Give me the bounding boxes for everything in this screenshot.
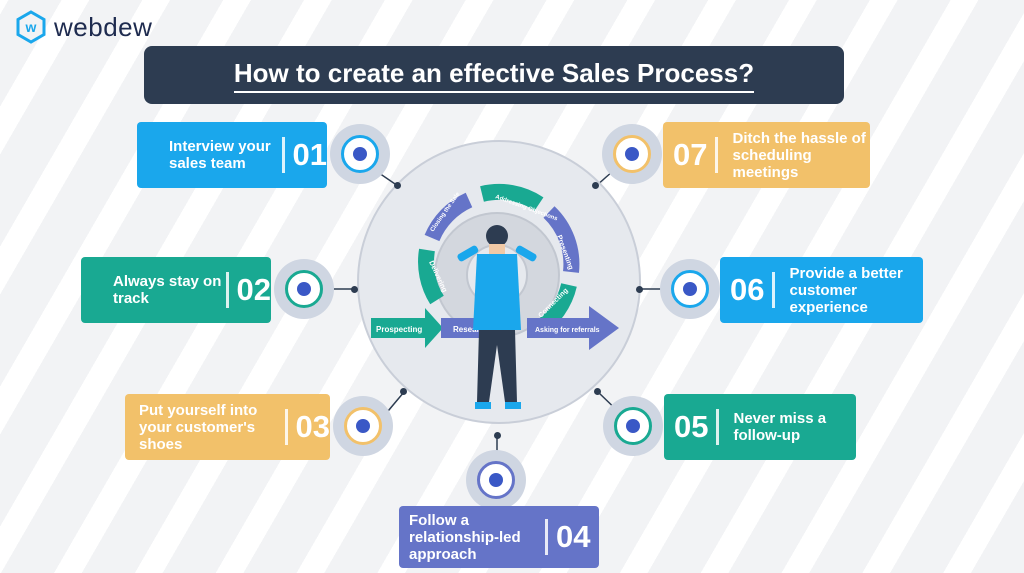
step-number: 01 bbox=[281, 137, 327, 173]
connector-dot bbox=[394, 182, 401, 189]
cycle-arrow-addressing bbox=[480, 183, 544, 211]
step-card-02[interactable]: Always stay on track 02 bbox=[81, 257, 271, 323]
knob-icon[interactable] bbox=[330, 124, 390, 184]
knob-icon[interactable] bbox=[274, 259, 334, 319]
connector-dot bbox=[636, 286, 643, 293]
hexagon-logo-icon: w bbox=[16, 10, 46, 44]
step-label: Provide a better customer experience bbox=[789, 264, 903, 316]
svg-text:w: w bbox=[25, 19, 37, 35]
label-research: Research bbox=[453, 325, 489, 334]
referrals-arrow bbox=[527, 306, 619, 350]
knob-icon[interactable] bbox=[466, 450, 526, 510]
step-card-04[interactable]: Follow a relationship-led approach 04 bbox=[399, 506, 599, 568]
step-label: Always stay on track bbox=[113, 273, 222, 307]
prospecting-arrow bbox=[371, 308, 443, 348]
person-figure-icon bbox=[457, 225, 537, 409]
connector-dot bbox=[592, 182, 599, 189]
step-number: 06 bbox=[730, 272, 776, 308]
step-label: Interview your sales team bbox=[169, 138, 271, 172]
step-card-06[interactable]: 06 Provide a better customer experience bbox=[720, 257, 923, 323]
step-card-01[interactable]: Interview your sales team 01 bbox=[137, 122, 327, 188]
step-number: 05 bbox=[674, 409, 720, 445]
knob-icon[interactable] bbox=[603, 396, 663, 456]
label-prospecting: Prospecting bbox=[376, 325, 422, 334]
step-label: Never miss a follow-up bbox=[733, 410, 827, 444]
knob-icon[interactable] bbox=[333, 396, 393, 456]
step-number: 02 bbox=[225, 272, 271, 308]
step-number: 03 bbox=[284, 409, 330, 445]
connector-dot bbox=[494, 432, 501, 439]
knob-icon[interactable] bbox=[602, 124, 662, 184]
connector-dot bbox=[351, 286, 358, 293]
cycle-arrow-delivering bbox=[418, 248, 444, 305]
sales-cycle-diagram: Prospecting Research Asking for referral… bbox=[371, 183, 619, 409]
cycle-arrow-presenting bbox=[543, 206, 580, 273]
connector-dot bbox=[400, 388, 407, 395]
logo-wordmark: webdew bbox=[54, 11, 153, 42]
page-title: How to create an effective Sales Process… bbox=[233, 58, 755, 93]
step-label: Follow a relationship-led approach bbox=[409, 511, 521, 563]
title-banner: How to create an effective Sales Process… bbox=[144, 46, 844, 104]
label-referrals: Asking for referrals bbox=[535, 327, 600, 334]
step-card-07[interactable]: 07 Ditch the hassle of scheduling meetin… bbox=[663, 122, 870, 188]
connector-dot bbox=[594, 388, 601, 395]
logo[interactable]: w webdew bbox=[14, 10, 152, 44]
step-label: Ditch the hassle of scheduling meetings bbox=[732, 129, 866, 181]
step-number: 04 bbox=[545, 519, 590, 555]
step-card-03[interactable]: Put yourself into your customer's shoes … bbox=[125, 394, 330, 460]
step-card-05[interactable]: 05 Never miss a follow-up bbox=[664, 394, 856, 460]
step-label: Put yourself into your customer's shoes bbox=[139, 401, 258, 453]
cycle-arrow-closing bbox=[424, 192, 473, 242]
step-number: 07 bbox=[673, 137, 719, 173]
knob-icon[interactable] bbox=[660, 259, 720, 319]
